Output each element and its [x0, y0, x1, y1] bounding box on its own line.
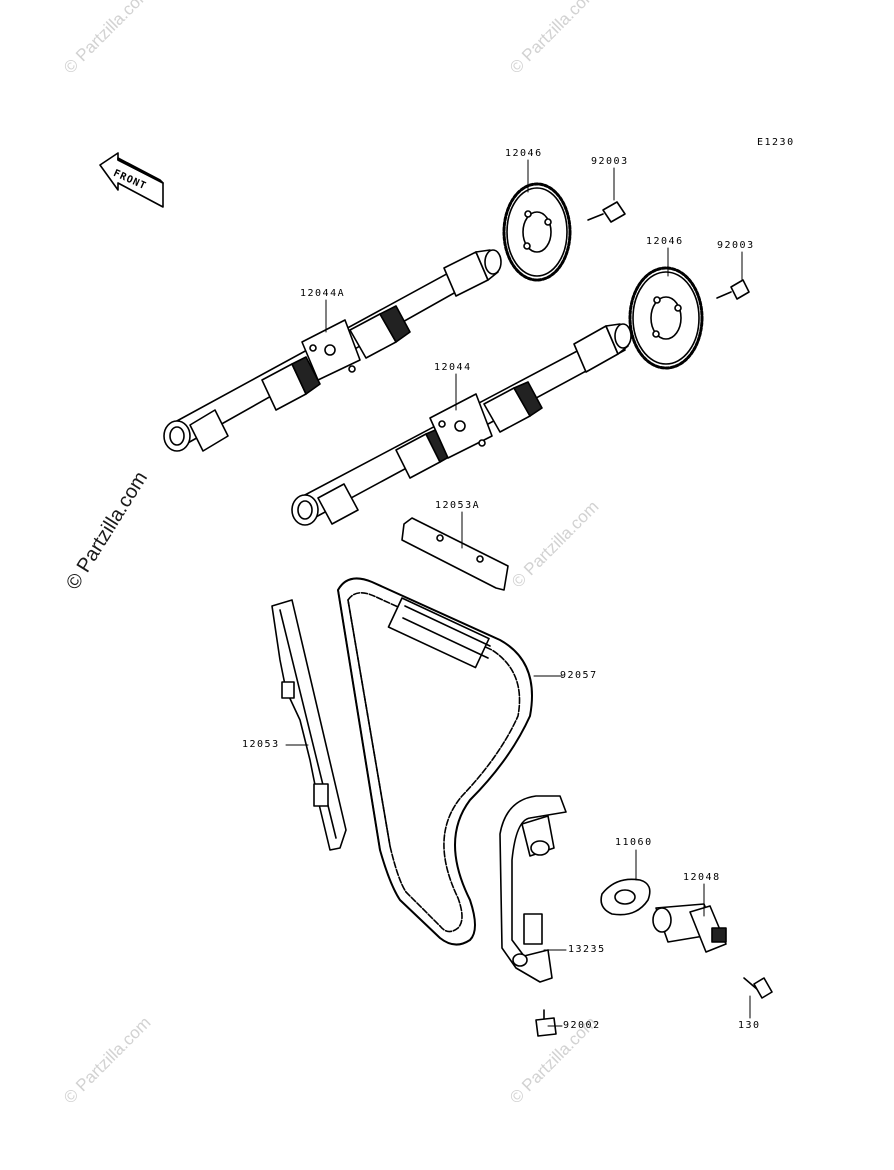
part-label-13235: 13235 [568, 944, 606, 955]
part-label-12053a: 12053A [435, 500, 481, 511]
tensioner-guide-13235 [499, 795, 567, 983]
chain-guide-12053a [401, 517, 509, 591]
bolt-92003-upper [587, 201, 626, 223]
part-label-92057: 92057 [560, 670, 598, 681]
tensioner-12048 [652, 903, 727, 953]
bolt-92002 [535, 1009, 557, 1037]
bolt-130 [743, 977, 773, 999]
diagram-code: E1230 [757, 137, 795, 148]
part-label-12046-lower: 12046 [646, 236, 684, 247]
bolt-92003-lower [716, 279, 750, 300]
part-label-12046-upper: 12046 [505, 148, 543, 159]
part-label-92003-lower: 92003 [717, 240, 755, 251]
part-label-11060: 11060 [615, 837, 653, 848]
gasket-11060 [600, 878, 651, 916]
part-label-12044a: 12044A [300, 288, 346, 299]
camshaft-12044a [163, 249, 502, 452]
sprocket-12046-upper [502, 182, 572, 282]
sprocket-12046-lower [628, 266, 704, 370]
front-arrow-icon [99, 152, 164, 208]
part-label-130: 130 [738, 1020, 761, 1031]
part-label-12053: 12053 [242, 739, 280, 750]
part-label-92003-upper: 92003 [591, 156, 629, 167]
leader-lines [285, 159, 751, 1027]
part-label-12048: 12048 [683, 872, 721, 883]
chain-link-detail [387, 597, 491, 669]
chain-guide-12053 [271, 599, 347, 851]
camshaft-12044 [291, 323, 632, 526]
part-label-12044: 12044 [434, 362, 472, 373]
part-label-92002: 92002 [563, 1020, 601, 1031]
cam-chain-92057 [337, 577, 533, 946]
